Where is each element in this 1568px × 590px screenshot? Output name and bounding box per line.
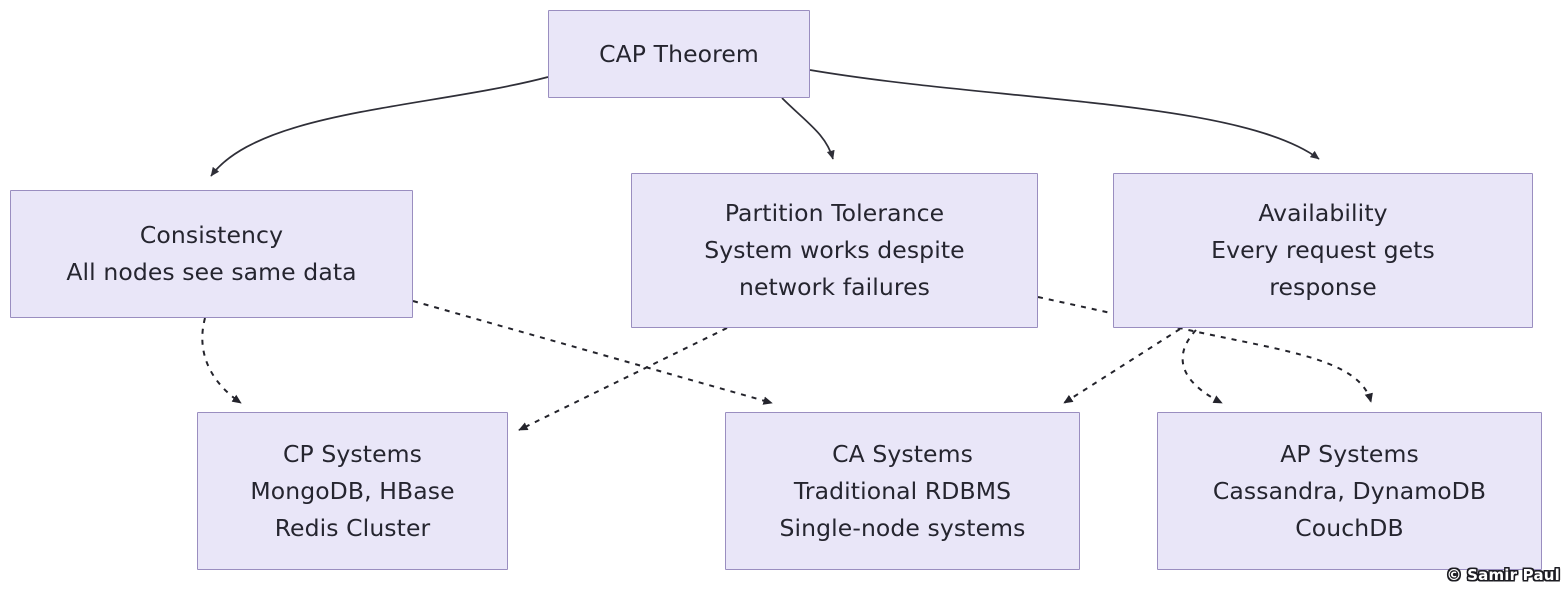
node-consistency[interactable]: Consistency All nodes see same data	[10, 190, 413, 318]
node-availability-line-2: Every request gets	[1211, 236, 1435, 264]
node-cp-systems[interactable]: CP Systems MongoDB, HBase Redis Cluster	[197, 412, 508, 570]
node-availability-line-3: response	[1269, 273, 1377, 301]
edge-availability-to-ap	[1181, 329, 1223, 404]
node-ca-systems[interactable]: CA Systems Traditional RDBMS Single-node…	[725, 412, 1080, 570]
node-consistency-line-2: All nodes see same data	[66, 258, 357, 286]
node-ca-systems-line-2: Traditional RDBMS	[793, 476, 1012, 505]
node-cap-theorem[interactable]: CAP Theorem	[548, 10, 810, 98]
watermark-credit: © Samir Paul	[1446, 566, 1560, 584]
node-cap-theorem-line-1: CAP Theorem	[599, 39, 759, 68]
node-ca-systems-line-1: CA Systems	[832, 439, 973, 468]
edge-partition-to-cp	[518, 327, 728, 431]
node-cp-systems-line-3: Redis Cluster	[274, 513, 431, 542]
edge-availability-to-ca	[1063, 328, 1181, 404]
node-partition-tolerance-line-1: Partition Tolerance	[724, 199, 945, 227]
edge-cap-to-consistency	[210, 76, 549, 177]
node-partition-tolerance[interactable]: Partition Tolerance System works despite…	[631, 173, 1038, 328]
node-availability[interactable]: Availability Every request gets response	[1113, 173, 1533, 328]
node-ap-systems-line-3: CouchDB	[1295, 513, 1404, 542]
node-ap-systems-line-2: Cassandra, DynamoDB	[1212, 476, 1487, 505]
edge-cap-to-availability	[809, 69, 1320, 160]
node-availability-line-1: Availability	[1258, 199, 1388, 227]
node-partition-tolerance-line-3: network failures	[739, 273, 930, 301]
node-consistency-line-1: Consistency	[139, 221, 284, 249]
edge-cap-to-partition	[781, 97, 835, 160]
node-partition-tolerance-line-2: System works despite	[704, 236, 965, 264]
node-ca-systems-line-3: Single-node systems	[779, 513, 1026, 542]
edge-consistency-to-cp	[201, 317, 242, 404]
node-cp-systems-line-2: MongoDB, HBase	[250, 476, 455, 505]
node-cp-systems-line-1: CP Systems	[283, 439, 422, 468]
node-ap-systems[interactable]: AP Systems Cassandra, DynamoDB CouchDB	[1157, 412, 1542, 570]
node-ap-systems-line-1: AP Systems	[1280, 439, 1419, 468]
